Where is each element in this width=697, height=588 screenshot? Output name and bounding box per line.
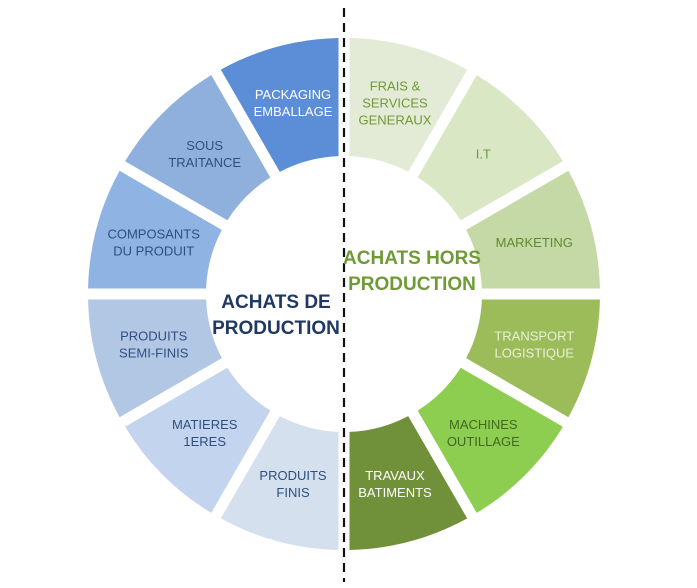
- group-title-line: PRODUCTION: [348, 274, 476, 295]
- segment-label-line: MARKETING: [496, 235, 573, 250]
- segment-label-line: BATIMENTS: [358, 485, 432, 500]
- segment-label-produits-finis: PRODUITS FINIS: [259, 468, 327, 500]
- segment-composants-du-produit: [88, 170, 222, 289]
- segment-label-line: PACKAGING: [255, 87, 331, 102]
- segment-frais-services-generaux: [349, 38, 468, 172]
- segment-label-i-t: I.T: [476, 147, 491, 162]
- group-title-line: PRODUCTION: [212, 318, 340, 339]
- segment-label-line: 1ERES: [183, 434, 226, 449]
- segment-label-marketing: MARKETING: [496, 235, 573, 250]
- segment-sous-traitance: [125, 75, 271, 221]
- segment-label-line: TRANSPORT: [494, 328, 574, 343]
- segment-transport-logistique: [466, 299, 600, 418]
- segment-label-line: LOGISTIQUE: [495, 345, 575, 360]
- segment-produits-semi-finis: [88, 299, 222, 418]
- segment-label-line: GENERAUX: [359, 113, 432, 128]
- segment-label-travaux-batiments: TRAVAUX BATIMENTS: [358, 468, 432, 500]
- labels-group: PACKAGING EMBALLAGE SOUS TRAITANCE COMPOSANT…: [107, 79, 574, 500]
- segment-label-line: SEMI-FINIS: [119, 345, 189, 360]
- segment-label-line: TRAITANCE: [168, 155, 241, 170]
- segment-label-line: FINIS: [276, 485, 310, 500]
- segment-machines-outillage: [417, 367, 563, 513]
- segment-label-transport-logistique: TRANSPORT LOGISTIQUE: [494, 328, 574, 360]
- segment-label-line: FRAIS &: [370, 79, 421, 94]
- segment-label-sous-traitance: SOUS TRAITANCE: [168, 138, 241, 170]
- group-title-line: ACHATS DE: [221, 292, 330, 313]
- segment-packaging-emballage: [220, 38, 339, 172]
- segment-label-packaging-emballage: PACKAGING EMBALLAGE: [254, 87, 333, 119]
- segment-label-line: MATIERES: [172, 417, 238, 432]
- segment-label-matieres-1eres: MATIERES 1ERES: [172, 417, 238, 449]
- segment-matieres-1eres: [125, 367, 271, 513]
- segment-label-line: PRODUITS: [259, 468, 327, 483]
- segment-i-t: [417, 75, 563, 221]
- segment-label-line: SOUS: [186, 138, 223, 153]
- segment-label-line: SERVICES: [362, 96, 428, 111]
- segment-label-line: I.T: [476, 147, 491, 162]
- left-group-title: ACHATS DE PRODUCTION: [212, 292, 340, 339]
- segment-label-line: DU PRODUIT: [113, 244, 194, 259]
- segments-group: [88, 38, 600, 550]
- segment-label-frais-services-generaux: FRAIS & SERVICES GENERAUX: [359, 79, 432, 128]
- segment-label-produits-semi-finis: PRODUITS SEMI-FINIS: [119, 328, 189, 360]
- segment-label-line: COMPOSANTS: [107, 227, 200, 242]
- segment-label-line: OUTILLAGE: [447, 434, 520, 449]
- segment-marketing: [466, 170, 600, 289]
- segment-label-machines-outillage: MACHINES OUTILLAGE: [447, 417, 520, 449]
- segment-label-line: TRAVAUX: [365, 468, 425, 483]
- segment-produits-finis: [220, 416, 339, 550]
- segment-label-line: EMBALLAGE: [254, 104, 333, 119]
- segment-label-line: PRODUITS: [120, 328, 188, 343]
- segment-label-composants-du-produit: COMPOSANTS DU PRODUIT: [107, 227, 200, 259]
- segment-travaux-batiments: [349, 416, 468, 550]
- segment-label-line: MACHINES: [449, 417, 518, 432]
- right-group-title: ACHATS HORS PRODUCTION: [343, 248, 481, 295]
- group-title-line: ACHATS HORS: [343, 248, 481, 269]
